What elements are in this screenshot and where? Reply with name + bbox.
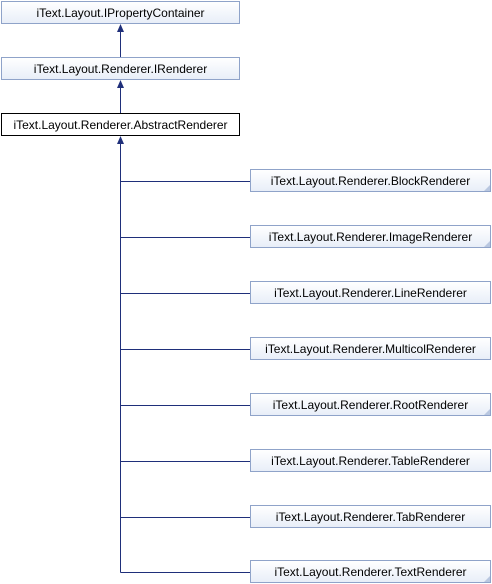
node-multicol-renderer[interactable]: iText.Layout.Renderer.MulticolRenderer — [250, 337, 491, 360]
node-iproperty-container[interactable]: iText.Layout.IPropertyContainer — [1, 1, 240, 24]
node-fold-corner — [484, 185, 490, 191]
node-label: iText.Layout.Renderer.BlockRenderer — [270, 173, 471, 188]
node-line-renderer[interactable]: iText.Layout.Renderer.LineRenderer — [250, 281, 491, 304]
node-irenderer[interactable]: iText.Layout.Renderer.IRenderer — [1, 57, 240, 80]
node-label: iText.Layout.Renderer.TabRenderer — [275, 509, 466, 524]
node-label: iText.Layout.Renderer.IRenderer — [33, 61, 208, 76]
arrowhead-icon — [117, 24, 124, 32]
node-label: iText.Layout.Renderer.ImageRenderer — [268, 229, 473, 244]
node-table-renderer[interactable]: iText.Layout.Renderer.TableRenderer — [250, 449, 491, 472]
node-fold-corner — [484, 409, 490, 415]
arrowhead-icon — [117, 80, 124, 88]
node-text-renderer[interactable]: iText.Layout.Renderer.TextRenderer — [250, 560, 491, 583]
node-label: iText.Layout.Renderer.LineRenderer — [274, 285, 467, 300]
node-label: iText.Layout.Renderer.RootRenderer — [272, 397, 469, 412]
node-image-renderer[interactable]: iText.Layout.Renderer.ImageRenderer — [250, 225, 491, 248]
arrowhead-icon — [117, 136, 124, 144]
node-label: iText.Layout.IPropertyContainer — [36, 5, 205, 20]
node-abstract-renderer: iText.Layout.Renderer.AbstractRenderer — [1, 113, 240, 136]
node-fold-corner — [484, 576, 490, 582]
node-label: iText.Layout.Renderer.AbstractRenderer — [13, 117, 228, 132]
node-label: iText.Layout.Renderer.MulticolRenderer — [265, 341, 476, 356]
node-label: iText.Layout.Renderer.TableRenderer — [271, 453, 470, 468]
node-label: iText.Layout.Renderer.TextRenderer — [274, 564, 467, 579]
node-tab-renderer[interactable]: iText.Layout.Renderer.TabRenderer — [250, 505, 491, 528]
node-root-renderer[interactable]: iText.Layout.Renderer.RootRenderer — [250, 393, 491, 416]
node-fold-corner — [484, 241, 490, 247]
node-block-renderer[interactable]: iText.Layout.Renderer.BlockRenderer — [250, 169, 491, 192]
